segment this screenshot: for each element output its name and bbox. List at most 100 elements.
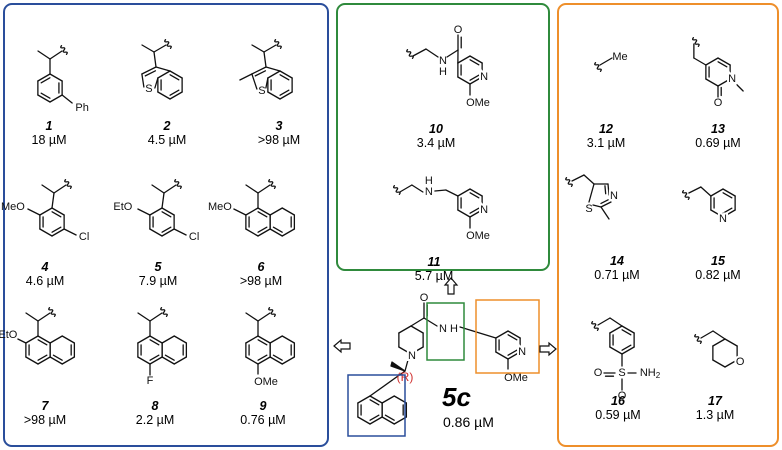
compound-number: 1 [45, 119, 53, 133]
ring-16-benzene [621, 325, 635, 334]
amino-label: NH2 [640, 367, 661, 380]
pyridine-n-label: N [518, 346, 526, 358]
ring-9-a-inner [257, 339, 268, 346]
bond [257, 312, 271, 322]
ring-13-pyridone [717, 78, 731, 87]
ring-4 [51, 228, 65, 237]
compound-number: 15 [711, 254, 725, 268]
ring-5c-naph-a-inner [369, 399, 380, 406]
piperidine-n-label: N [408, 350, 416, 362]
naphthyl-highlight-box [347, 374, 406, 437]
attachment-wavy-bond [160, 307, 168, 317]
ring-8-b [161, 356, 175, 365]
compound-ic50: 0.71 µM [594, 268, 640, 283]
ring-1 [37, 73, 51, 82]
amide-h-label: H [439, 66, 447, 78]
bond [137, 312, 151, 322]
bond [17, 338, 27, 344]
blue-panel [3, 3, 329, 447]
bond [597, 317, 611, 326]
compound-number: 11 [427, 255, 441, 269]
bond [61, 94, 73, 104]
bond [27, 208, 41, 216]
bond [411, 184, 424, 193]
bond [445, 189, 459, 197]
bond [600, 206, 610, 220]
ring-13-pyridone [705, 57, 719, 66]
alkoxy-label: EtO [113, 201, 132, 213]
compound-number: 6 [257, 260, 265, 274]
ring-2-benzo-inner [169, 89, 180, 96]
sulfur-label: S [145, 83, 152, 95]
wedge-bond [390, 361, 406, 372]
phenyl-label: Ph [75, 102, 88, 114]
bond [151, 184, 165, 194]
sulfonyl-o-label: O [594, 367, 603, 379]
ring-6-a [257, 207, 271, 216]
ring-8-a [149, 356, 163, 365]
ring-1-inner [40, 77, 51, 84]
sulfur-label: S [258, 85, 265, 97]
ring-5 [149, 207, 163, 216]
ring-2-benzo [157, 70, 171, 79]
ring-17-thp [712, 338, 726, 347]
bond [149, 312, 163, 322]
amide-n-label: N [439, 55, 447, 67]
ring-3-benzo-inner [279, 74, 290, 81]
ring-4 [39, 228, 53, 237]
attachment-wavy-bond [174, 179, 182, 189]
compound-number: 17 [708, 394, 722, 408]
ring-5c-pyridine [507, 330, 521, 339]
compound-ic50: 4.5 µM [147, 133, 187, 148]
compound-ic50: >98 µM [239, 274, 283, 289]
ring-5-inner [161, 226, 172, 233]
bond [251, 73, 258, 90]
orange-panel [557, 3, 779, 447]
ring-5c-naph-a [369, 416, 383, 425]
compound-ic50: >98 µM [257, 133, 301, 148]
bond [688, 186, 702, 194]
compound-ic50: 0.59 µM [595, 408, 641, 423]
ring-1-inner [40, 92, 51, 99]
compound-ic50: 0.82 µM [695, 268, 741, 283]
bond [423, 317, 438, 327]
bond-inner [600, 199, 609, 205]
attachment-wavy-bond [591, 321, 599, 331]
bond [51, 192, 55, 209]
attachment-wavy-bond [64, 179, 72, 189]
ring-4-inner [51, 226, 62, 233]
pyridone-n-label: N [728, 73, 736, 85]
ring-16-benzene-inner [621, 329, 632, 336]
ring-7-a [25, 335, 39, 344]
pyridine-n-label: N [480, 71, 488, 83]
pyridine-highlight-box [475, 299, 540, 374]
bond [239, 73, 253, 81]
bond [425, 48, 439, 58]
ring-8-a-inner [149, 339, 160, 346]
compound-number: 13 [711, 122, 725, 136]
ring-7-a-inner [37, 339, 48, 346]
bond [251, 66, 267, 75]
attachment-wavy-bond [691, 37, 700, 47]
bond [141, 66, 157, 75]
bond [245, 184, 259, 194]
methoxy-label: OMe [504, 372, 528, 384]
ring-3-benzo [279, 70, 293, 79]
bond-inner [254, 70, 267, 77]
attachment-wavy-bond [48, 307, 56, 317]
compound-ic50: 0.69 µM [695, 136, 741, 151]
bond [410, 317, 425, 327]
ring-7-a-inner [37, 354, 48, 361]
bond [37, 50, 51, 60]
ring-2-benzo [169, 91, 183, 100]
compound-ic50: 18 µM [31, 133, 67, 148]
bond [265, 66, 281, 72]
methoxy-label: OMe [466, 230, 490, 242]
ring-9-a-inner [257, 354, 268, 361]
